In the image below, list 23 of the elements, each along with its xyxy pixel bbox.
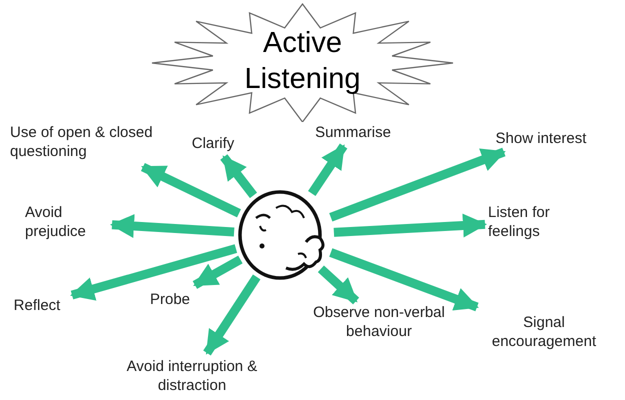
topic-label: Show interest (496, 128, 586, 148)
arrow (203, 274, 260, 356)
arrow (329, 248, 479, 312)
arrow (308, 144, 348, 196)
arrow (329, 148, 506, 222)
topic-label: Signal encouragement (490, 313, 598, 351)
topic-label: Avoid interruption & distraction (126, 357, 258, 395)
arrow (220, 154, 258, 198)
topic-label: Listen for feelings (488, 203, 551, 241)
topic-label: Summarise (315, 122, 391, 142)
arrow (334, 214, 487, 238)
arrow (140, 162, 241, 218)
topic-label: Observe non-verbal behaviour (312, 303, 446, 341)
arrow (318, 265, 360, 304)
topic-label: Clarify (192, 134, 234, 152)
topic-label: Avoid prejudice (25, 203, 87, 241)
arrow (70, 244, 238, 301)
starburst-title: Active Listening (243, 26, 362, 97)
topic-label: Probe (150, 290, 190, 308)
arrow (192, 256, 243, 289)
topic-label: Reflect (14, 296, 60, 314)
arrow (110, 214, 234, 238)
topic-label: Use of open & closed questioning (10, 123, 154, 161)
